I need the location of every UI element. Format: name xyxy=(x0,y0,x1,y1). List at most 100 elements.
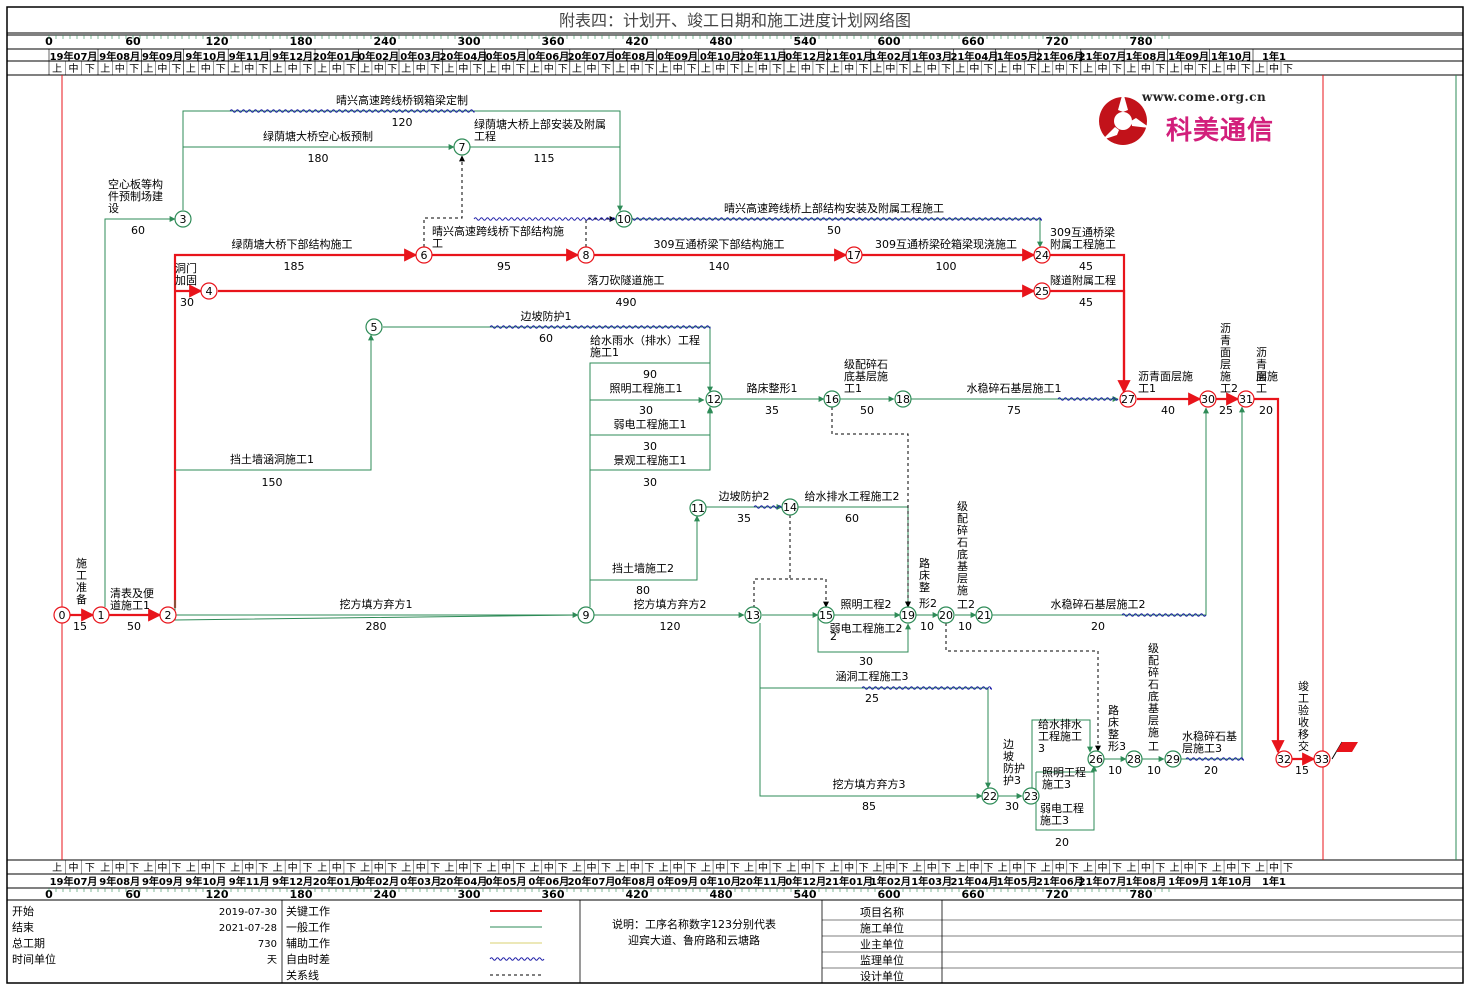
event-node-circle xyxy=(615,210,633,228)
scale-month-label: 1年02月 xyxy=(870,875,911,888)
event-node-29: 29 xyxy=(1164,750,1182,768)
event-node-19: 19 xyxy=(899,606,917,624)
event-node-circle xyxy=(1022,787,1040,805)
activity-label: 沥青面层施 xyxy=(1138,370,1193,383)
scale-third-label: 上 xyxy=(230,862,240,874)
scale-third-label: 上 xyxy=(317,63,327,75)
free-float-wave xyxy=(861,686,993,690)
scale-month-label: 1年09月 xyxy=(1168,50,1209,63)
scale-month-label: 20年04月 xyxy=(439,50,487,63)
scale-third-label: 中 xyxy=(1098,861,1108,874)
activity-label: 工1 xyxy=(1138,382,1156,395)
activity-duration: 180 xyxy=(308,152,329,165)
activity-duration: 20 xyxy=(1091,620,1105,633)
scale-third-label: 下 xyxy=(687,863,697,874)
scale-third-label: 下 xyxy=(1155,863,1165,874)
scale-day-label: 120 xyxy=(206,35,229,48)
activity-label: 施工1 xyxy=(590,346,619,359)
scale-third-label: 下 xyxy=(941,64,951,75)
scale-third-label: 中 xyxy=(157,861,167,874)
scale-third-label: 上 xyxy=(1083,63,1093,75)
activity-duration: 60 xyxy=(539,332,553,345)
scale-third-label: 下 xyxy=(898,64,908,75)
scale-third-label: 下 xyxy=(303,64,313,75)
scale-third-label: 上 xyxy=(659,63,669,75)
scale-day-label: 720 xyxy=(1046,35,1069,48)
scale-third-label: 中 xyxy=(544,861,554,874)
scale-third-label: 中 xyxy=(1269,62,1279,75)
scale-day-label: 600 xyxy=(878,35,901,48)
scale-third-label: 上 xyxy=(317,862,327,874)
scale-third-label: 下 xyxy=(772,64,782,75)
scale-third-label: 下 xyxy=(1241,64,1251,75)
scale-third-label: 中 xyxy=(927,62,937,75)
activity-label: 隧道附属工程 xyxy=(1050,273,1116,287)
event-node-circle xyxy=(174,210,192,228)
scale-month-label: 21年06月 xyxy=(1036,875,1084,888)
activity-arrow xyxy=(817,615,911,653)
activity-label: 弱电工程施工2 xyxy=(830,622,903,635)
event-node-number: 9 xyxy=(583,609,590,622)
event-node-circle xyxy=(159,606,177,624)
event-node-number: 0 xyxy=(59,609,66,622)
scale-third-label: 下 xyxy=(216,863,226,874)
scale-third-label: 中 xyxy=(244,861,254,874)
activity-label-vertical-char: 整 xyxy=(919,580,930,594)
scale-third-label: 下 xyxy=(558,64,568,75)
activity-label-vertical-char: 施 xyxy=(76,557,87,570)
scale-third-label: 中 xyxy=(1226,861,1236,874)
activity-label-vertical-char: 工 xyxy=(76,569,87,582)
scale-third-label: 上 xyxy=(530,862,540,874)
scale-third-label: 中 xyxy=(1055,62,1065,75)
activity-label: 309互通桥梁下部结构施工 xyxy=(654,237,785,251)
scale-third-label: 上 xyxy=(615,862,625,874)
event-node-circle xyxy=(981,787,999,805)
scale-third-label: 中 xyxy=(801,861,811,874)
activity-duration: 25 xyxy=(865,692,879,705)
activity-label-vertical-char: 整 xyxy=(1108,727,1119,741)
field-label: 设计单位 xyxy=(860,969,904,983)
legend-label: 关系线 xyxy=(286,968,319,982)
scale-month-label: 0年12月 xyxy=(785,875,826,888)
info-key: 开始 xyxy=(12,904,34,918)
scale-day-label: 180 xyxy=(290,888,313,901)
scale-third-label: 下 xyxy=(644,863,654,874)
free-float-wave xyxy=(753,505,783,509)
scale-month-label: 20年07月 xyxy=(568,875,616,888)
event-node-number: 33 xyxy=(1315,753,1329,766)
activity-duration: 30 xyxy=(1005,800,1019,813)
event-node-4: 4 xyxy=(200,282,218,300)
scale-day-label: 480 xyxy=(710,35,733,48)
activity-label: 形3 xyxy=(1108,740,1126,753)
scale-month-label: 9年12月 xyxy=(272,50,313,63)
scale-third-label: 中 xyxy=(630,861,640,874)
event-node-number: 13 xyxy=(746,609,760,622)
scale-third-label: 下 xyxy=(472,64,482,75)
field-label: 施工单位 xyxy=(860,921,904,935)
activity-label-vertical-char: 准 xyxy=(76,581,87,594)
activity-label-vertical-char: 施 xyxy=(1220,370,1231,383)
activity-arrow xyxy=(585,216,616,247)
event-node-circle xyxy=(744,606,762,624)
scale-day-label: 60 xyxy=(125,888,141,901)
activity-duration: 10 xyxy=(1147,764,1161,777)
info-key: 时间单位 xyxy=(12,952,56,966)
activity-label: 层施 xyxy=(1256,370,1278,383)
scale-third-label: 中 xyxy=(501,861,511,874)
scale-day-label: 540 xyxy=(794,888,817,901)
activity-duration: 280 xyxy=(366,620,387,633)
activity-duration: 85 xyxy=(862,800,876,813)
scale-third-label: 中 xyxy=(801,62,811,75)
event-node-number: 2 xyxy=(165,609,172,622)
activity-duration: 75 xyxy=(1007,404,1021,417)
event-node-circle xyxy=(1033,246,1051,264)
legend-swatch xyxy=(489,957,545,961)
scale-month-label: 21年01月 xyxy=(825,875,873,888)
event-node-number: 20 xyxy=(939,609,953,622)
activity-label: 挖方填方弃方3 xyxy=(833,777,906,791)
activity-duration: 115 xyxy=(534,152,555,165)
activity-label: 挖方填方弃方1 xyxy=(340,597,413,611)
scale-third-label: 下 xyxy=(430,64,440,75)
event-node-circle xyxy=(92,606,110,624)
activity-label-vertical-char: 石 xyxy=(1148,678,1159,691)
